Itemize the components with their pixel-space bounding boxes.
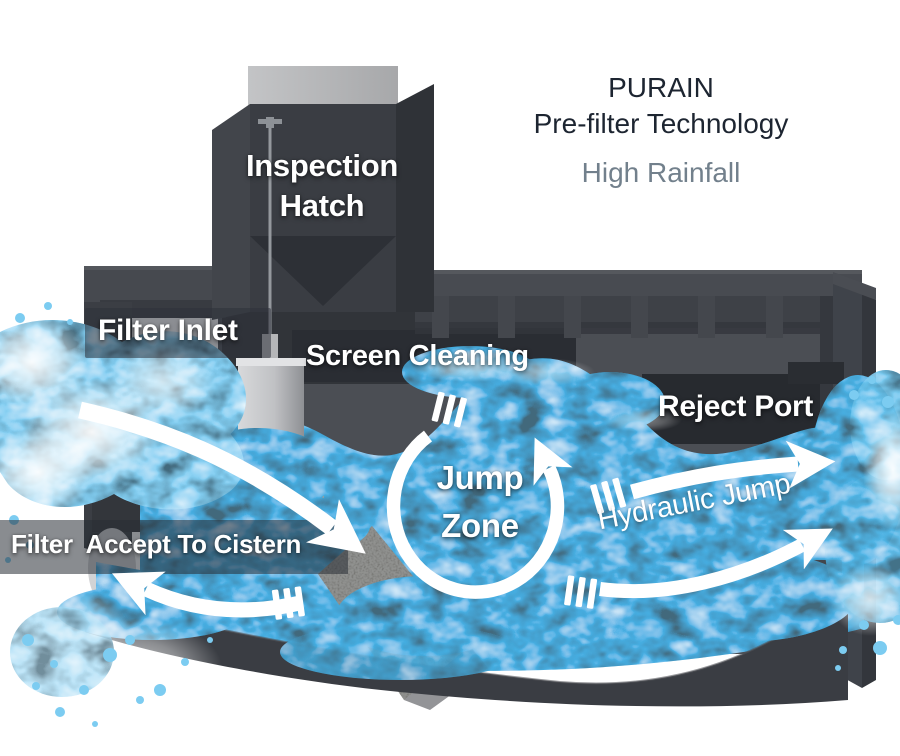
droplets	[5, 302, 900, 727]
flow-arrows	[78, 401, 836, 618]
crest-foam	[410, 350, 682, 432]
inspection-shaft	[212, 66, 434, 358]
jump-zone-circulation-arrow	[386, 430, 573, 599]
inlet-flow-arrow	[78, 401, 366, 554]
reject-shelf	[788, 362, 844, 384]
label-inspection-hatch: Inspection Hatch	[245, 148, 398, 223]
filter-inlet-backdrop	[85, 308, 271, 358]
label-screen-cleaning: Screen Cleaning	[306, 340, 529, 372]
label-jump-zone: Jump Zone	[436, 459, 524, 544]
top-wall	[415, 270, 862, 338]
title-block: PURAIN Pre-filter Technology High Rainfa…	[505, 70, 817, 190]
brand-title: PURAIN	[608, 72, 714, 103]
label-backdrops	[0, 308, 348, 574]
product-title: Pre-filter Technology	[533, 108, 789, 139]
bottom-left-foam	[0, 585, 232, 750]
label-filter-accept-to-cistern: Filter Accept To Cistern	[11, 529, 302, 559]
label-filter-inlet: Filter Inlet	[98, 314, 238, 347]
label-reject-port: Reject Port	[658, 390, 814, 423]
hydraulic-jump-upper-arrow	[630, 440, 836, 500]
hydraulic-jump-lower-arrow	[599, 528, 833, 599]
filter-accept-backdrop	[0, 520, 348, 574]
shaft-chevron	[250, 236, 396, 306]
accept-to-cistern-arrow	[111, 571, 302, 618]
variant-subtitle: High Rainfall	[581, 157, 741, 188]
